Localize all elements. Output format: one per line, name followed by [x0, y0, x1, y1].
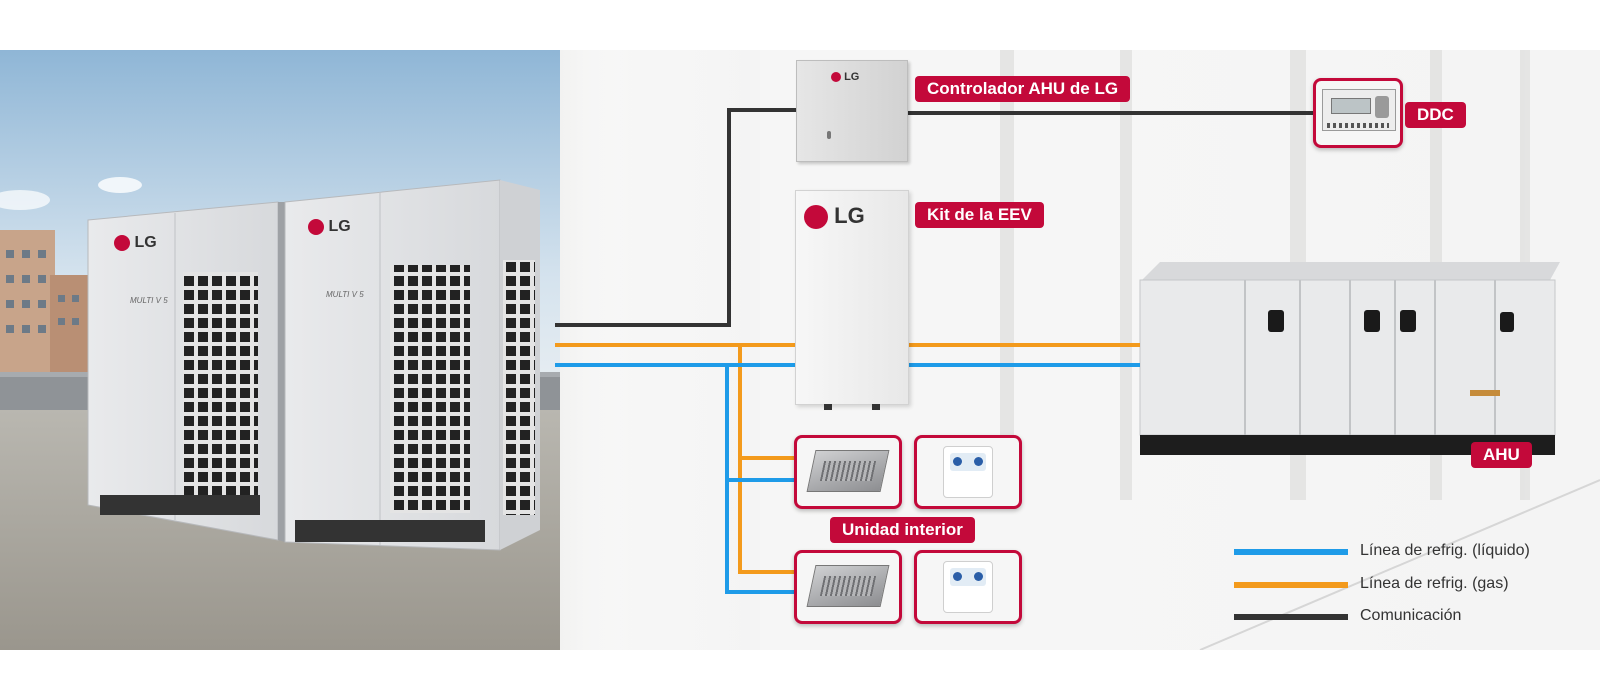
- lock-icon: [827, 131, 831, 139]
- ddc-display-icon: [1322, 89, 1396, 131]
- lg-logo-icon: [308, 218, 324, 235]
- eev-kit-box: LG: [795, 190, 909, 410]
- outdoor-unit-2-model: MULTI V 5: [326, 290, 364, 299]
- label-ahu-controller: Controlador AHU de LG: [915, 76, 1131, 102]
- ddc-controller-tile: [1313, 78, 1403, 148]
- legend-label-gas: Línea de refrig. (gas): [1360, 575, 1509, 592]
- cassette-unit-icon: [806, 450, 890, 492]
- outdoor-unit-2: [284, 179, 540, 551]
- connection-lines: [555, 108, 1348, 620]
- outdoor-unit-1: [87, 201, 285, 542]
- outdoor-unit-1-logo-text: LG: [134, 234, 157, 251]
- indoor-cassette-tile-1: [794, 435, 902, 509]
- label-indoor-unit: Unidad interior: [830, 517, 975, 543]
- ahu-unit: [1139, 262, 1560, 455]
- indoor-remote-tile-2: [914, 550, 1022, 624]
- indoor-remote-tile-1: [914, 435, 1022, 509]
- lg-logo-icon: [804, 205, 828, 230]
- legend-label-liquid: Línea de refrig. (líquido): [1360, 542, 1530, 559]
- liquid-line-indoor: [725, 365, 795, 594]
- label-ddc: DDC: [1405, 102, 1466, 128]
- ahu-controller-logo-text: LG: [844, 71, 860, 83]
- comm-line-outdoor-to-controller: [555, 108, 796, 327]
- outdoor-unit-2-logo: LG: [308, 218, 351, 236]
- gas-line-indoor: [738, 345, 795, 574]
- eev-kit-foot-right: [872, 404, 880, 410]
- label-eev-kit: Kit de la EEV: [915, 202, 1044, 228]
- outdoor-unit-1-model: MULTI V 5: [130, 296, 168, 305]
- lg-logo-icon: [831, 72, 841, 83]
- eev-kit-logo-text: LG: [834, 203, 865, 228]
- ahu-controller-logo: LG: [831, 71, 859, 83]
- ahu-controller-box: LG: [796, 60, 908, 162]
- outdoor-unit-1-logo: LG: [114, 234, 157, 252]
- lg-logo-icon: [114, 234, 130, 251]
- legend-label-communication: Comunicación: [1360, 607, 1462, 624]
- cassette-unit-icon: [806, 565, 890, 607]
- system-diagram: LG LG MULTI V 5 MULTI V 5 LG LG: [0, 50, 1600, 650]
- label-ahu: AHU: [1471, 442, 1532, 468]
- eev-kit-foot-left: [824, 404, 832, 410]
- eev-kit-logo: LG: [804, 203, 865, 230]
- indoor-cassette-tile-2: [794, 550, 902, 624]
- remote-controller-icon: [943, 561, 993, 613]
- outdoor-unit-2-logo-text: LG: [328, 218, 351, 235]
- remote-controller-icon: [943, 446, 993, 498]
